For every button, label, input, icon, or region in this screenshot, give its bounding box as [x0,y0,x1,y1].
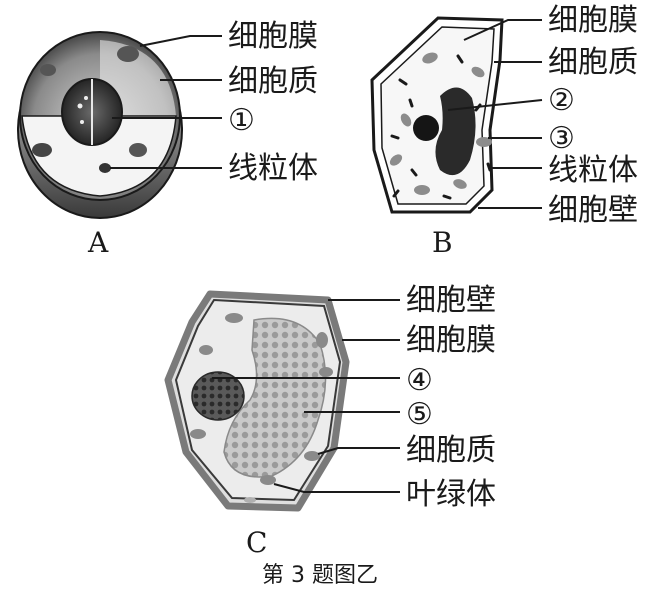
label-a-cytoplasm: 细胞质 [228,64,318,99]
figure-caption: 第 3 题图乙 [262,563,378,588]
label-b-cell-wall: 细胞壁 [548,193,638,228]
label-a-cell-membrane: 细胞膜 [228,19,318,54]
label-c-marker-4: ④ [406,363,433,398]
label-a-mitochondria: 线粒体 [228,151,318,186]
plant-cell-b [370,16,504,214]
label-b-marker-3: ③ [548,121,575,156]
label-c-cell-wall: 细胞壁 [406,283,496,318]
mitochondrion-b [486,162,492,172]
label-c-cell-membrane: 细胞膜 [406,323,496,358]
plant-cell-c [164,290,350,512]
panel-letter-a: A [87,226,109,259]
label-b-cell-membrane: 细胞膜 [548,3,638,38]
panel-letter-b: B [432,226,453,259]
nucleus-c [191,371,245,421]
organelle-3-b [476,137,492,147]
label-c-cytoplasm: 细胞质 [406,433,496,468]
mitochondrion-a [99,163,111,173]
animal-cell-a [17,31,183,219]
label-b-cytoplasm: 细胞质 [548,45,638,80]
leader-lines-a [110,35,222,169]
panel-letter-c: C [246,526,267,559]
label-c-chloroplast: 叶绿体 [406,477,496,512]
leader-lines-b [447,19,543,209]
label-b-mitochondria: 线粒体 [548,153,638,188]
chloroplast-c [260,475,276,485]
label-a-marker-1: ① [228,103,255,138]
label-b-marker-2: ② [548,83,575,118]
leader-lines-c [212,299,400,493]
nucleus-b [413,115,439,141]
label-c-marker-5: ⑤ [406,397,433,432]
